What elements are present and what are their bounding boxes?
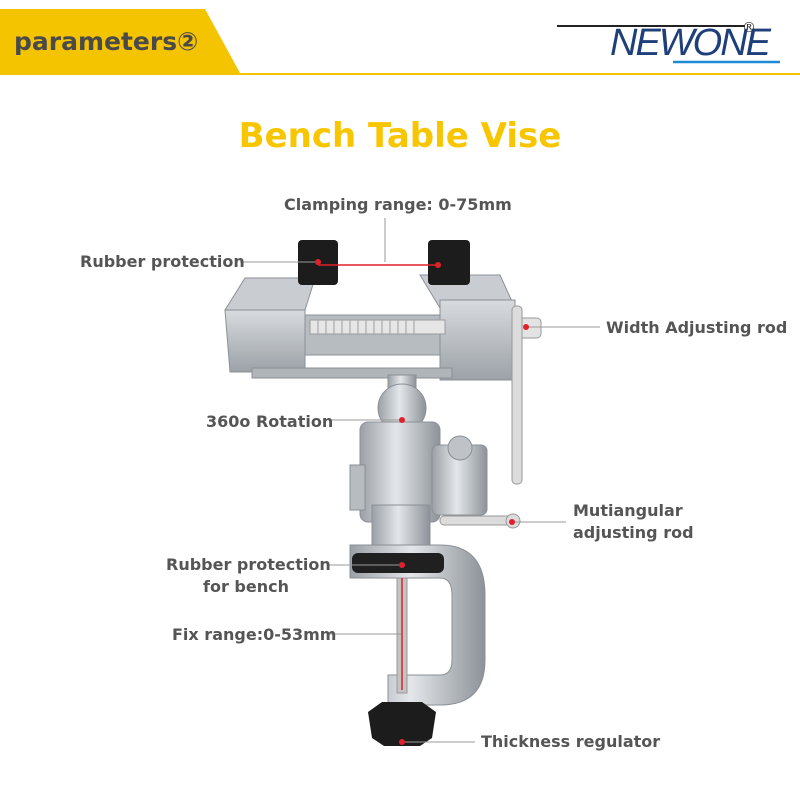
- callout-bench-rubber-line2: for bench: [203, 577, 289, 596]
- page-title: Bench Table Vise: [238, 116, 562, 156]
- callout-rubber-protection: Rubber protection: [80, 252, 245, 271]
- callout-multiangular-rod-line2: adjusting rod: [573, 523, 694, 542]
- callout-fix-range: Fix range:0-53mm: [172, 625, 337, 644]
- callout-bench-rubber: Rubber protection for bench: [166, 554, 331, 598]
- callout-clamping-range: Clamping range: 0-75mm: [284, 195, 512, 214]
- callout-multiangular-rod-line1: Mutiangular: [573, 501, 683, 520]
- callout-multiangular-rod: Mutiangular adjusting rod: [573, 500, 694, 544]
- brand-logo: NEWONE ®: [555, 18, 785, 68]
- callout-bench-rubber-line1: Rubber protection: [166, 555, 331, 574]
- section-label: parameters②: [14, 27, 199, 56]
- callout-rotation: 360o Rotation: [206, 412, 334, 431]
- callout-width-adjusting-rod: Width Adjusting rod: [606, 318, 788, 337]
- section-banner: [0, 9, 240, 73]
- header-divider: [0, 73, 800, 75]
- brand-logo-text: NEWONE: [610, 22, 771, 64]
- callout-thickness-regulator: Thickness regulator: [481, 732, 661, 751]
- registered-mark: ®: [742, 20, 756, 36]
